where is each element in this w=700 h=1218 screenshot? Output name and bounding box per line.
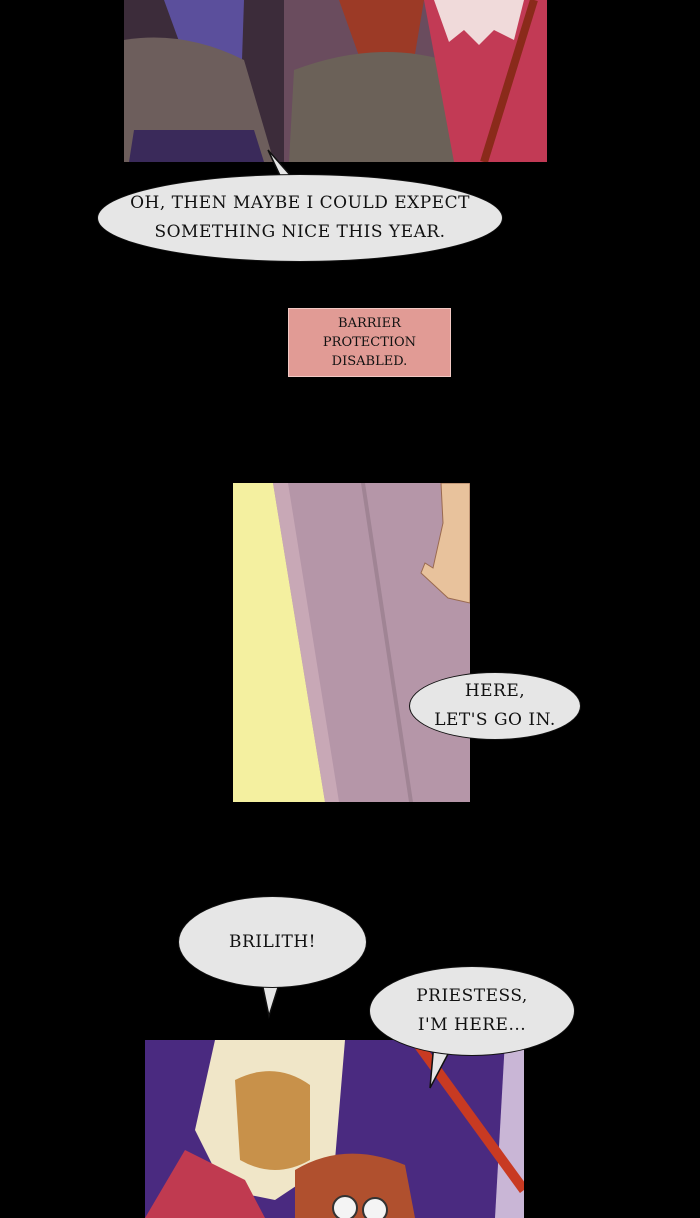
speech-bubble-brilith: BRILITH! [178,896,367,988]
speech-bubble-expect: OH, THEN MAYBE I COULD EXPECT SOMETHING … [97,174,503,262]
door-hand-art [233,483,470,802]
panel-greeting [145,1040,524,1218]
speech-bubble-go-in: HERE, LET'S GO IN. [409,672,581,740]
panel-characters-back [124,0,547,162]
speech-bubble-priestess-text: PRIESTESS, I'M HERE... [416,986,528,1035]
speech-bubble-priestess: PRIESTESS, I'M HERE... [369,966,575,1056]
speech-bubble-brilith-text: BRILITH! [228,931,316,952]
greeting-art [145,1040,524,1218]
caption-barrier: BARRIER PROTECTION DISABLED. [288,308,451,377]
panel-door-hand [233,483,470,802]
speech-bubble-expect-text: OH, THEN MAYBE I COULD EXPECT SOMETHING … [130,193,470,242]
speech-bubble-go-in-text: HERE, LET'S GO IN. [434,681,556,730]
characters-back-art [124,0,547,162]
